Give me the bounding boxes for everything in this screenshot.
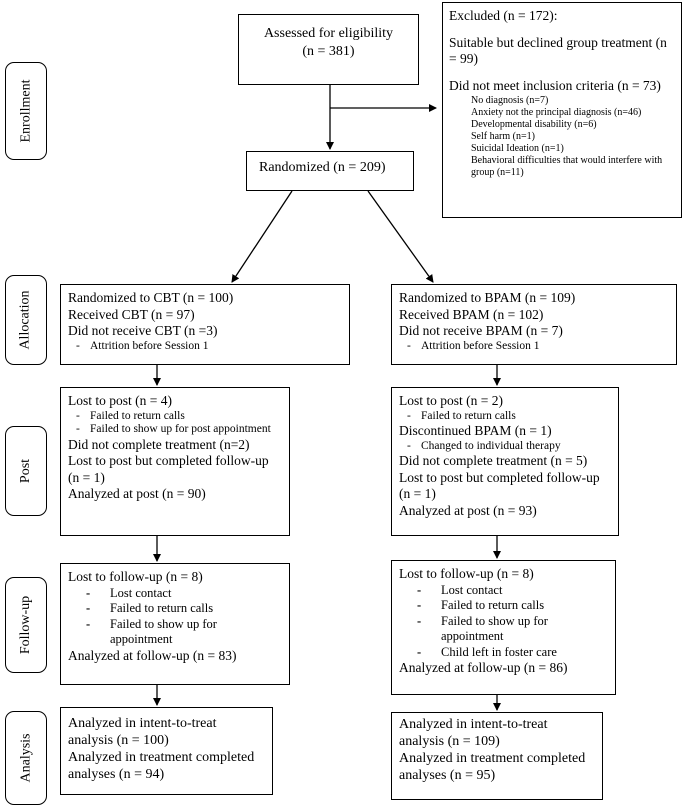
stage-allocation: Allocation [5, 275, 47, 365]
bullet-item: -Failed to return calls [417, 598, 545, 612]
assessed-box: Assessed for eligibility (n = 381) [238, 14, 419, 85]
cbt-allocation-box: Randomized to CBT (n = 100) Received CBT… [60, 284, 350, 365]
bpam-followup-box: Lost to follow-up (n = 8) -Lost contact … [391, 560, 616, 695]
bullet-item: -Lost contact [86, 585, 172, 600]
cbt-analysis-box: Analyzed in intent-to-treat analysis (n … [60, 707, 273, 795]
arrow-randomized-bpam [367, 190, 434, 283]
excluded-box: Excluded (n = 172): Suitable but decline… [442, 2, 682, 218]
stage-analysis: Analysis [5, 711, 47, 805]
cbt-followup-box: Lost to follow-up (n = 8) -Lost contact … [60, 563, 290, 685]
excluded-criteria: Did not meet inclusion criteria (n = 73) [449, 77, 661, 93]
bullet-item: -Failed to return calls [407, 409, 516, 422]
reason-item: Suicidal Ideation (n=1) [471, 143, 564, 154]
arrow-randomized-cbt [231, 190, 293, 283]
stage-follow-up: Follow-up [5, 577, 47, 673]
reason-item: Behavioral difficulties that would inter… [471, 155, 663, 178]
bpam-analysis-box: Analyzed in intent-to-treat analysis (n … [391, 712, 603, 800]
cbt-post-box: Lost to post (n = 4) -Failed to return c… [60, 387, 290, 536]
reason-item: Anxiety not the principal diagnosis (n=4… [471, 107, 642, 118]
bullet-item: -Failed to show up for appointment [417, 613, 548, 644]
bullet-item: -Failed to show up for post appointment [76, 423, 271, 435]
bullet-item: -Attrition before Session 1 [407, 339, 540, 352]
randomized-box: Randomized (n = 209) [246, 151, 414, 191]
stage-post: Post [5, 426, 47, 516]
stage-enrollment: Enrollment [5, 62, 47, 160]
bullet-item: -Lost contact [417, 582, 503, 597]
reason-item: Self harm (n=1) [471, 131, 535, 142]
bpam-allocation-box: Randomized to BPAM (n = 109) Received BP… [391, 284, 677, 365]
excluded-title: Excluded (n = 172): [449, 8, 558, 23]
excluded-declined: Suitable but declined group treatment (n… [449, 34, 667, 67]
reason-item: Developmental disability (n=6) [471, 119, 597, 130]
bullet-item: -Child left in foster care [417, 644, 557, 659]
reason-item: No diagnosis (n=7) [471, 95, 549, 106]
bullet-item: -Failed to return calls [86, 601, 214, 615]
bullet-item: -Changed to individual therapy [407, 439, 561, 452]
bullet-item: -Attrition before Session 1 [76, 339, 209, 352]
bullet-item: -Failed to show up for appointment [86, 616, 217, 647]
bpam-post-box: Lost to post (n = 2) -Failed to return c… [391, 387, 619, 536]
bullet-item: -Failed to return calls [76, 409, 185, 422]
